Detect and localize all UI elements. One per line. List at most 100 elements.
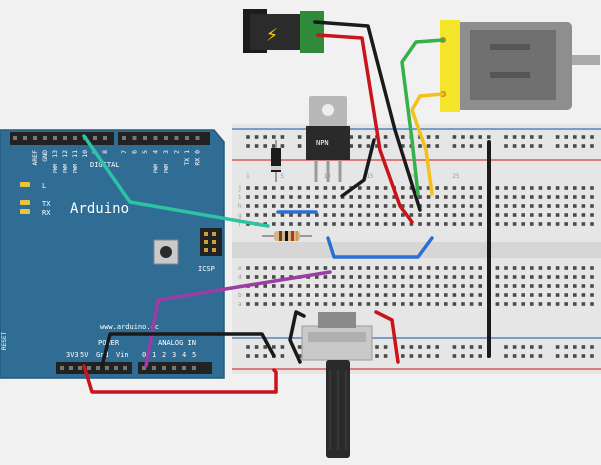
breadboard-hole — [315, 204, 319, 208]
breadboard-hole — [573, 284, 577, 288]
breadboard-hole — [366, 204, 371, 208]
rail-hole — [581, 144, 586, 148]
rail-hole — [478, 135, 482, 139]
breadboard-hole — [254, 266, 259, 270]
breadboard-hole — [375, 222, 379, 226]
breadboard-hole — [564, 204, 568, 208]
rail-hole — [581, 354, 586, 358]
rail-hole — [452, 354, 457, 358]
rail-hole — [297, 345, 302, 349]
breadboard-hole — [358, 293, 362, 297]
breadboard-hole — [366, 213, 371, 217]
breadboard-hole — [418, 195, 422, 199]
rail-hole — [383, 345, 388, 349]
breadboard-hole — [512, 204, 517, 208]
breadboard-hole — [521, 293, 525, 297]
breadboard-hole — [297, 222, 302, 226]
breadboard-hole — [383, 266, 388, 270]
power-jack-body — [250, 14, 300, 50]
breadboard-hole — [452, 302, 457, 306]
rail-hole — [435, 345, 439, 349]
breadboard-hole — [478, 302, 482, 306]
rail-hole — [263, 135, 267, 139]
digital-pin-label: 5 — [141, 150, 149, 154]
breadboard-hole — [289, 195, 293, 199]
rail-hole — [452, 135, 457, 139]
breadboard-hole — [504, 222, 508, 226]
rail-hole — [280, 354, 285, 358]
breadboard-hole — [418, 284, 422, 288]
rail-hole — [538, 144, 543, 148]
breadboard-hole — [297, 284, 302, 288]
pwm-label: PWM — [154, 164, 160, 173]
breadboard-hole — [538, 293, 543, 297]
digital-pin-label: TX 1 — [183, 150, 191, 166]
reset-button-cap — [160, 246, 172, 258]
breadboard-hole — [581, 275, 586, 279]
breadboard-hole — [590, 186, 594, 190]
breadboard-hole — [547, 204, 551, 208]
rail-hole — [297, 144, 302, 148]
breadboard-hole — [530, 222, 534, 226]
breadboard-hole — [401, 302, 405, 306]
breadboard-hole — [392, 266, 396, 270]
breadboard-hole — [461, 222, 465, 226]
wire-black-transistor — [340, 138, 376, 198]
breadboard-hole — [512, 302, 517, 306]
breadboard-hole — [555, 266, 560, 270]
breadboard-hole — [590, 275, 594, 279]
rail-hole — [530, 135, 534, 139]
breadboard-hole — [401, 204, 405, 208]
rail-hole — [383, 144, 388, 148]
breadboard-hole — [495, 284, 500, 288]
header-pin — [122, 136, 126, 140]
header-pin — [53, 136, 57, 140]
breadboard-hole — [426, 302, 431, 306]
breadboard-hole — [426, 284, 431, 288]
rail-hole — [590, 345, 594, 349]
breadboard-hole — [272, 266, 276, 270]
breadboard-hole — [469, 222, 474, 226]
motor-housing-detail — [470, 30, 556, 100]
breadboard-hole — [547, 266, 551, 270]
header-pin — [33, 136, 37, 140]
breadboard-hole — [409, 195, 414, 199]
breadboard-hole — [469, 275, 474, 279]
breadboard-hole — [366, 186, 371, 190]
breadboard-hole — [461, 275, 465, 279]
breadboard-hole — [349, 293, 353, 297]
bottom-pins — [60, 366, 196, 370]
breadboard-hole — [478, 204, 482, 208]
wires — [82, 20, 491, 394]
breadboard-hole — [512, 186, 517, 190]
rail-hole — [530, 345, 534, 349]
breadboard-hole — [306, 195, 310, 199]
breadboard-hole — [358, 195, 362, 199]
column-number: 20 — [409, 173, 417, 180]
wire-green-motor — [400, 38, 445, 196]
breadboard-hole — [332, 275, 336, 279]
breadboard-hole — [547, 293, 551, 297]
breadboard-hole — [452, 222, 457, 226]
rail-hole — [469, 345, 474, 349]
breadboard-hole — [504, 275, 508, 279]
breadboard-hole — [426, 275, 431, 279]
rail-hole — [254, 144, 259, 148]
breadboard-hole — [573, 302, 577, 306]
breadboard-hole — [401, 293, 405, 297]
rail-hole — [521, 345, 525, 349]
breadboard-hole — [297, 302, 302, 306]
breadboard-hole — [280, 302, 285, 306]
breadboard-hole — [581, 293, 586, 297]
breadboard-hole — [246, 302, 250, 306]
breadboard-hole — [573, 204, 577, 208]
breadboard-hole — [340, 284, 345, 288]
digital-pin-label: 8 — [101, 150, 109, 154]
breadboard-hole — [530, 302, 534, 306]
breadboard-hole — [263, 293, 267, 297]
breadboard-hole — [332, 302, 336, 306]
rail-hole — [409, 345, 414, 349]
rail-hole — [272, 345, 276, 349]
breadboard-hole — [435, 293, 439, 297]
breadboard-hole — [461, 284, 465, 288]
